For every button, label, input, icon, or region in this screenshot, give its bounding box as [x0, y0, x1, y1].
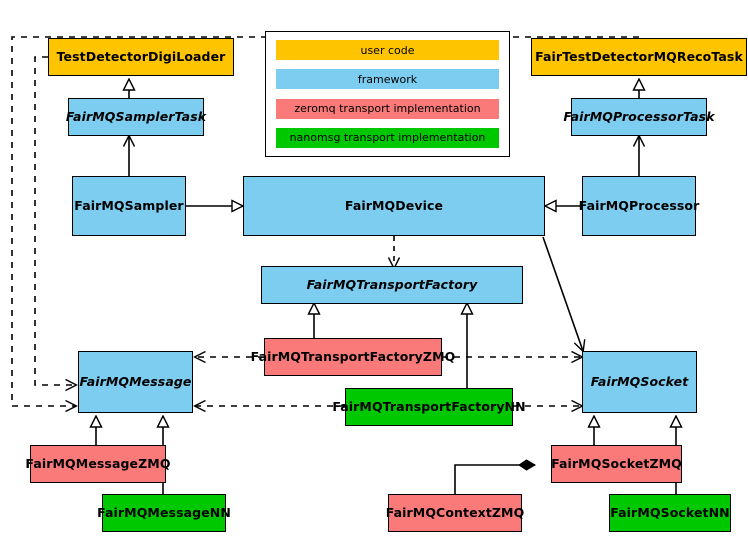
node-fairmqsocket[interactable]: FairMQSocket — [582, 351, 697, 413]
node-testdetectordigiloader[interactable]: TestDetectorDigiLoader — [48, 38, 234, 76]
node-fairtestdetectormqrecotask[interactable]: FairTestDetectorMQRecoTask — [531, 38, 747, 76]
node-fairmqmessagenn[interactable]: FairMQMessageNN — [97, 494, 231, 532]
node-fairmqmessage[interactable]: FairMQMessage — [78, 351, 193, 413]
node-fairmqcontextzmq[interactable]: FairMQContextZMQ — [386, 494, 524, 532]
node-fairmqdevice[interactable]: FairMQDevice — [243, 176, 545, 236]
legend-item-framework: framework — [276, 69, 499, 90]
node-fairmqtransportfactory[interactable]: FairMQTransportFactory — [261, 266, 523, 304]
node-fairmqsamplertask[interactable]: FairMQSamplerTask — [66, 98, 206, 136]
node-fairmqtransportfactorynn[interactable]: FairMQTransportFactoryNN — [332, 388, 526, 426]
node-fairmqprocessor[interactable]: FairMQProcessor — [579, 176, 699, 236]
node-fairmqtransportfactoryzmq[interactable]: FairMQTransportFactoryZMQ — [251, 338, 455, 376]
legend: user code framework zeromq transport imp… — [265, 31, 510, 157]
legend-item-zeromq: zeromq transport implementation — [276, 98, 499, 119]
legend-item-user-code: user code — [276, 40, 499, 60]
node-fairmqmessagezmq[interactable]: FairMQMessageZMQ — [25, 445, 170, 483]
legend-item-nanomsg: nanomsg transport implementation — [276, 127, 499, 148]
node-fairmqsocketnn[interactable]: FairMQSocketNN — [609, 494, 731, 532]
node-fairmqsocketzmq[interactable]: FairMQSocketZMQ — [551, 445, 682, 483]
node-fairmqprocessortask[interactable]: FairMQProcessorTask — [563, 98, 715, 136]
node-fairmqsampler[interactable]: FairMQSampler — [72, 176, 186, 236]
